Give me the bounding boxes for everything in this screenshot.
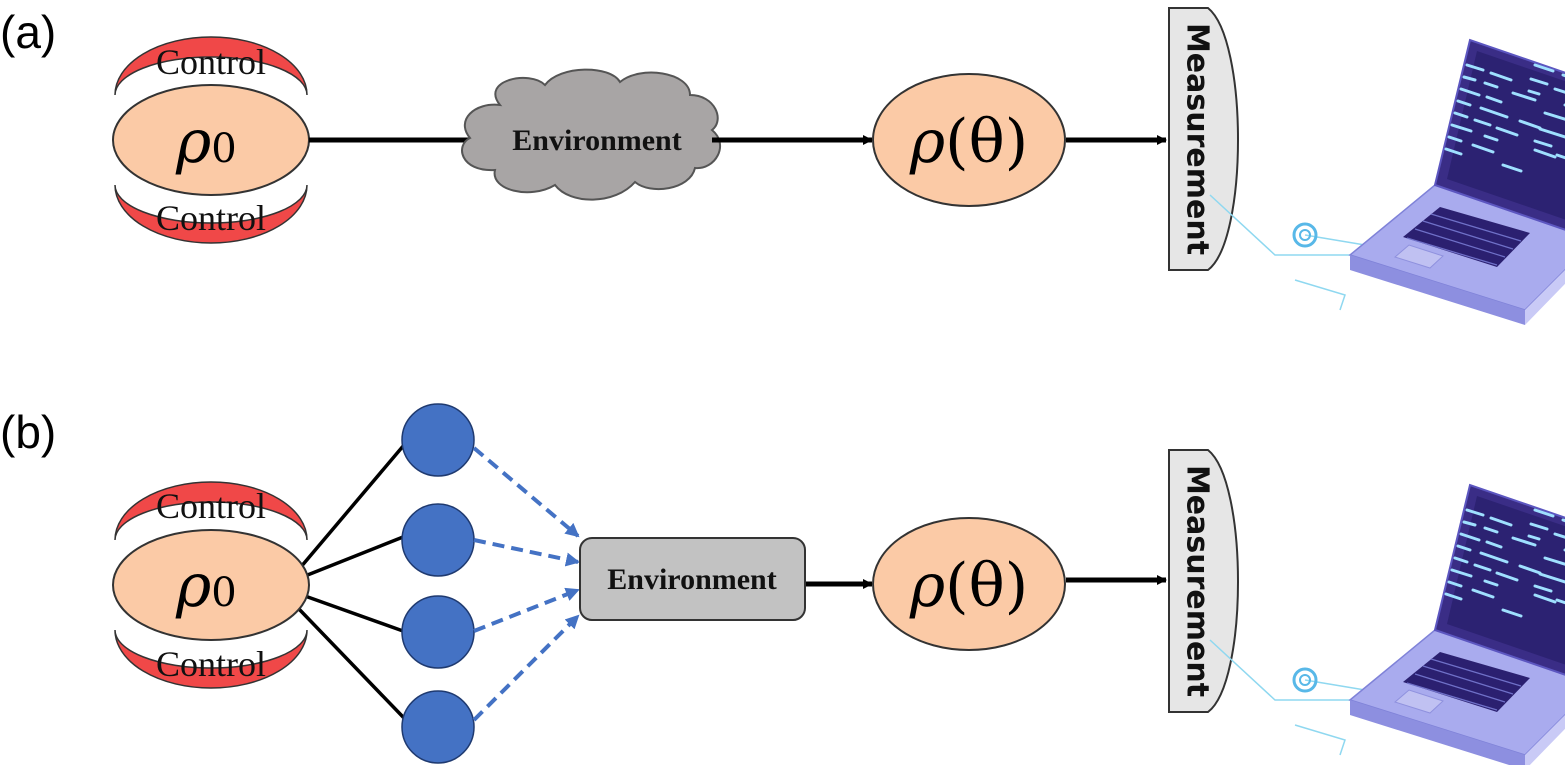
measurement-label: Measurement [1180, 23, 1215, 255]
laptop-icon [1208, 38, 1565, 327]
control-label-top: Control [156, 42, 266, 82]
laptop-icon [1208, 483, 1565, 765]
edge-state-to-node-4 [296, 606, 406, 720]
output-state-label: ρ(θ) [909, 551, 1028, 621]
environment-box [579, 537, 806, 621]
control-label-top: Control [156, 486, 266, 526]
panel-b: (b) Control Control ρ0 Environment ρ(θ) [0, 403, 1565, 765]
ancilla-node-4 [401, 690, 475, 764]
ancilla-node-2 [401, 503, 475, 577]
edge-node-2-to-environment [473, 538, 580, 567]
edge-state-to-node-3 [304, 594, 404, 633]
control-cap-top [114, 36, 308, 96]
edge-node-1-to-environment [472, 446, 580, 538]
panel-a: (a) Control Control ρ0 Environment ρ(θ) … [0, 6, 1565, 327]
ancilla-node-1 [401, 403, 475, 477]
output-state-node [872, 517, 1066, 651]
control-label-bottom: Control [156, 198, 266, 238]
control-cap-top [114, 481, 308, 541]
panel-label-b: (b) [0, 406, 56, 458]
control-label-bottom: Control [156, 644, 266, 684]
environment-cloud [461, 68, 722, 201]
output-state-label: ρ(θ) [909, 107, 1028, 177]
initial-state-label: ρ0 [175, 551, 237, 621]
initial-state-label: ρ0 [175, 107, 237, 177]
output-state-node [872, 73, 1066, 207]
ancilla-node-3 [401, 595, 475, 669]
edge-state-to-node-1 [298, 443, 406, 570]
panel-label-a: (a) [0, 6, 56, 58]
edge-node-4-to-environment [472, 614, 580, 722]
measurement-device [1168, 449, 1239, 713]
edge-node-3-to-environment [473, 587, 580, 633]
measurement-label: Measurement [1180, 465, 1215, 697]
environment-label-a: Environment [512, 124, 681, 157]
control-cap-bottom [114, 629, 308, 689]
control-cap-bottom [114, 184, 308, 244]
edge-state-to-node-2 [304, 535, 404, 578]
environment-label-b: Environment [607, 563, 776, 596]
initial-state-node [112, 529, 310, 641]
